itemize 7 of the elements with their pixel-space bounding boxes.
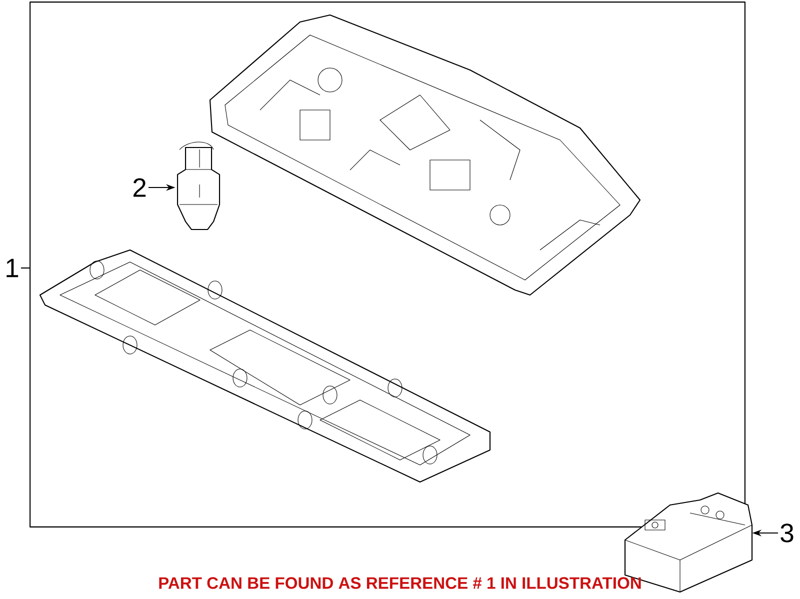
callout-number: 2 [133, 178, 146, 197]
callout-number: 1 [6, 258, 18, 278]
caption: PART CAN BE FOUND AS REFERENCE # 1 IN ILLUSTRATION [159, 577, 641, 589]
callout-number: 3 [780, 524, 794, 542]
frame-box [30, 2, 746, 528]
leader-line [20, 267, 30, 269]
bulb-drawing [177, 142, 220, 230]
